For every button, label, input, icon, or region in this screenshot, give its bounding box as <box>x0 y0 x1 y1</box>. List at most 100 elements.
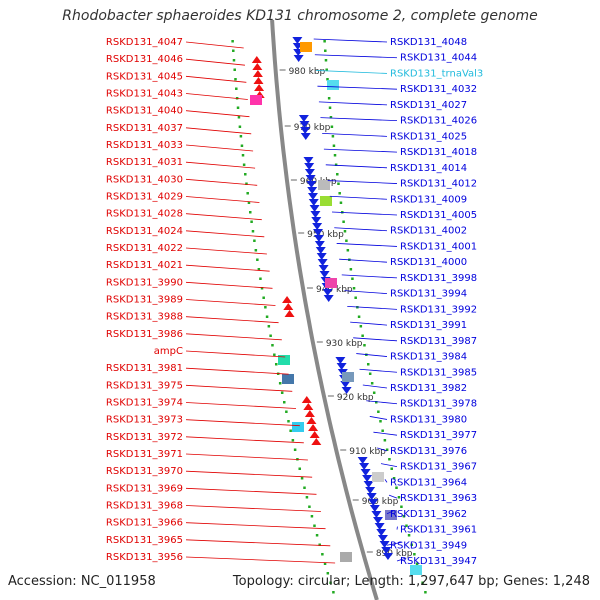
gene-label-left: RSKD131_4030 <box>106 174 258 186</box>
gene-label-text: RSKD131_3988 <box>106 312 183 323</box>
gene-label-right: RSKD131_3964 <box>384 477 467 488</box>
forward-gene-arrow <box>379 541 390 548</box>
leader-line <box>185 247 267 255</box>
gene-label-text: RSKD131_3986 <box>106 329 183 340</box>
leader-line <box>388 494 398 499</box>
leader-line <box>185 367 289 375</box>
gene-label-left: RSKD131_3974 <box>106 398 297 409</box>
gene-label-left: RSKD131_3986 <box>106 329 282 341</box>
gene-label-left: RSKD131_4040 <box>106 106 250 118</box>
feature-block <box>318 180 330 190</box>
feature-block <box>250 95 262 105</box>
gene-label-right: RSKD131_3992 <box>347 304 477 315</box>
forward-gene-arrow <box>360 469 371 476</box>
dot <box>333 154 337 157</box>
gene-label-text: RSKD131_3987 <box>400 336 477 347</box>
dot <box>247 201 251 204</box>
forward-gene-arrow <box>293 55 304 62</box>
forward-gene-arrow <box>376 529 387 536</box>
dot <box>242 163 246 166</box>
dot <box>410 543 413 546</box>
forward-gene-arrow <box>311 217 322 224</box>
reverse-gene-arrow <box>303 403 314 410</box>
forward-gene-arrow <box>305 175 316 182</box>
tick-label: 910 kbp <box>349 447 386 457</box>
gene-label-right: RSKD131_4002 <box>334 226 467 237</box>
dot <box>349 268 353 271</box>
gene-label-left: RSKD131_4046 <box>106 54 246 66</box>
gene-label-right: RSKD131_4000 <box>339 257 467 268</box>
gene-label-text: RSKD131_4032 <box>400 84 477 95</box>
gene-label-left: RSKD131_3975 <box>106 380 293 392</box>
gene-label-text: RSKD131_3978 <box>400 399 477 410</box>
gene-label-text: RSKD131_4012 <box>400 179 477 190</box>
feature-block <box>327 80 339 90</box>
dot <box>238 125 242 128</box>
dot <box>329 581 332 584</box>
leader-line <box>313 38 388 43</box>
dot <box>313 524 316 527</box>
reverse-gene-arrow <box>311 438 322 445</box>
gene-label-text: RSKD131_4025 <box>390 131 467 142</box>
gene-label-right: RSKD131_4025 <box>322 131 467 142</box>
dot <box>331 135 335 138</box>
gene-label-left: RSKD131_3990 <box>106 277 273 289</box>
leader-line <box>329 195 388 200</box>
reverse-gene-arrow <box>308 424 319 431</box>
dot <box>413 553 416 556</box>
dot <box>232 59 236 62</box>
gene-label-left: RSKD131_4047 <box>106 37 244 49</box>
forward-gene-arrow <box>357 457 368 464</box>
leader-line <box>344 290 388 295</box>
leader-line <box>336 243 398 247</box>
dot <box>332 144 336 147</box>
gene-label-text: RSKD131_3964 <box>390 477 467 488</box>
dot <box>377 410 380 413</box>
gene-label-right: RSKD131_3980 <box>369 414 467 425</box>
leader-line <box>386 541 402 546</box>
gene-label-text: RSKD131_4026 <box>400 116 477 127</box>
gene-label-right: RSKD131_3962 <box>386 509 467 520</box>
leader-line <box>185 505 321 512</box>
gene-label-text: RSKD131_3949 <box>390 540 467 551</box>
gene-label-right: RSKD131_4014 <box>325 163 467 174</box>
gene-label-text: RSKD131_4030 <box>106 174 183 185</box>
gene-label-left: RSKD131_3988 <box>106 312 279 324</box>
reverse-gene-arrow <box>252 63 263 70</box>
gene-label-text: RSKD131_3980 <box>390 414 467 425</box>
gene-label-text: RSKD131_3966 <box>106 518 183 529</box>
forward-gene-arrow <box>377 535 388 542</box>
dot <box>375 401 378 404</box>
dot <box>300 477 304 480</box>
forward-gene-arrow <box>316 253 327 260</box>
leader-line <box>185 419 300 427</box>
dot <box>336 173 339 176</box>
dot <box>278 382 282 385</box>
dot <box>318 543 321 546</box>
gene-label-left: RSKD131_4021 <box>106 260 270 272</box>
gene-label-text: RSKD131_4022 <box>106 243 183 254</box>
dot <box>298 467 301 470</box>
dot <box>346 249 350 252</box>
dot <box>303 486 306 489</box>
dot <box>235 87 238 90</box>
forward-gene-arrow <box>304 163 315 170</box>
dot <box>342 220 345 223</box>
gene-label-right: RSKD131_3967 <box>380 462 477 473</box>
leader-line <box>314 54 398 59</box>
dot <box>405 524 408 527</box>
gene-label-text: RSKD131_4028 <box>106 209 183 220</box>
gene-label-text: RSKD131_4009 <box>390 194 467 205</box>
dot <box>345 239 348 242</box>
forward-gene-arrow <box>317 259 328 266</box>
gene-label-text: RSKD131_3977 <box>400 430 477 441</box>
gene-label-left: RSKD131_3966 <box>106 518 326 530</box>
leader-line <box>362 384 388 389</box>
dot <box>283 401 286 404</box>
gene-label-text: RSKD131_3991 <box>390 320 467 331</box>
dot <box>264 306 267 309</box>
feature-block <box>410 565 422 575</box>
dot <box>330 125 334 128</box>
leader-line <box>318 101 388 106</box>
gene-label-text: RSKD131_3994 <box>390 289 467 300</box>
